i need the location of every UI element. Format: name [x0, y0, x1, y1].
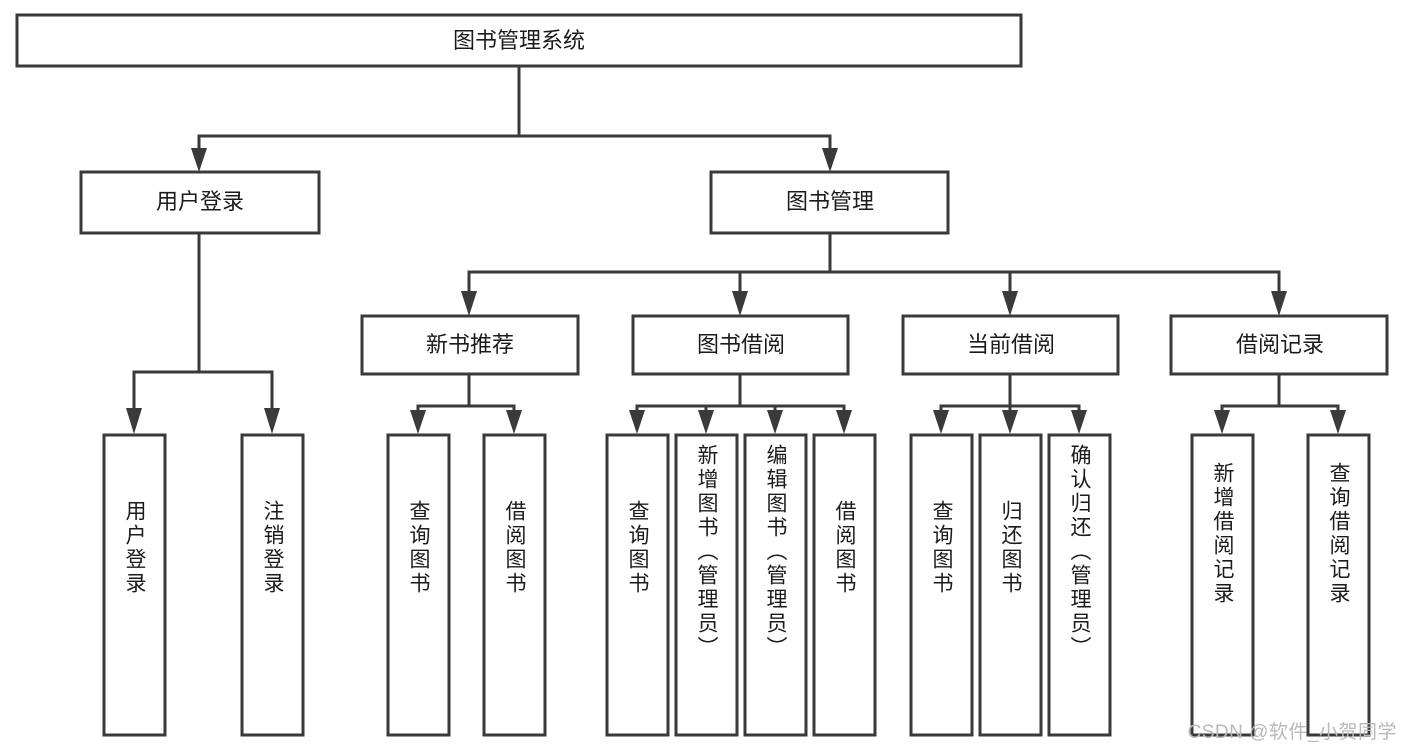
arrow-bookmgmt-to-newbook: [461, 291, 477, 316]
node-label-book-management: 图书管理: [786, 189, 874, 214]
leaf-box-add-book-admin[interactable]: [674, 433, 739, 737]
node-box-current-borrow[interactable]: [901, 314, 1120, 376]
node-label-root: 图书管理系统: [453, 28, 585, 53]
leaf-box-borrow-book[interactable]: [812, 433, 877, 737]
arrow-current-leaf-1: [933, 410, 949, 434]
arrow-bookmgmt-to-current: [1002, 291, 1018, 316]
leaf-box-query-book-current[interactable]: [909, 433, 974, 737]
arrow-userlogin-leaf-2: [264, 408, 280, 434]
leaf-box-add-borrow-record[interactable]: [1190, 433, 1255, 737]
node-box-root[interactable]: [15, 13, 1023, 68]
node-label-user-login: 用户登录: [156, 189, 244, 214]
arrow-root-to-book-mgmt: [822, 148, 838, 172]
arrow-userlogin-leaf-1: [126, 408, 142, 434]
leaf-box-borrow-book-newbook[interactable]: [482, 433, 547, 737]
node-label-new-book-recommend: 新书推荐: [426, 332, 514, 357]
arrow-newbook-leaf-2: [506, 410, 522, 434]
arrow-borrow-leaf-4: [836, 410, 852, 434]
node-label-current-borrow: 当前借阅: [967, 332, 1055, 357]
leaf-box-user-login[interactable]: [102, 433, 167, 737]
arrow-record-leaf-2: [1330, 410, 1346, 434]
leaf-box-logout[interactable]: [240, 433, 305, 737]
arrow-borrow-leaf-3: [767, 410, 783, 434]
node-label-borrow-record: 借阅记录: [1236, 332, 1324, 357]
arrow-borrow-leaf-1: [629, 410, 645, 434]
node-box-user-login[interactable]: [79, 170, 321, 235]
leaf-box-return-book[interactable]: [978, 433, 1043, 737]
node-box-book-borrow[interactable]: [631, 314, 850, 376]
leaf-box-query-book-borrow[interactable]: [605, 433, 670, 737]
arrow-borrow-leaf-2: [698, 410, 714, 434]
arrow-root-to-user-login: [191, 148, 207, 172]
arrow-current-leaf-2: [1002, 410, 1018, 434]
node-box-book-management[interactable]: [709, 170, 950, 235]
arrow-bookmgmt-to-record: [1271, 291, 1287, 316]
csdn-watermark: CSDN @软件_小贺同学: [1187, 722, 1397, 743]
node-box-borrow-record[interactable]: [1169, 314, 1389, 376]
connector-layer: [126, 64, 1346, 434]
arrow-current-leaf-3: [1071, 410, 1087, 434]
leaf-box-query-borrow-record[interactable]: [1306, 433, 1371, 737]
leaf-box-edit-book-admin[interactable]: [743, 433, 808, 737]
node-layer: 图书管理系统 用户登录 图书管理 新书推荐 图书借阅 当前借阅 借阅记录: [15, 13, 1389, 737]
node-box-new-book-recommend[interactable]: [360, 314, 580, 376]
arrow-newbook-leaf-1: [410, 410, 426, 434]
arrow-bookmgmt-to-borrow: [732, 291, 748, 316]
leaf-box-confirm-return-admin[interactable]: [1047, 433, 1112, 737]
leaf-box-query-book-newbook[interactable]: [386, 433, 451, 737]
arrow-record-leaf-1: [1214, 410, 1230, 434]
node-label-book-borrow: 图书借阅: [697, 332, 785, 357]
